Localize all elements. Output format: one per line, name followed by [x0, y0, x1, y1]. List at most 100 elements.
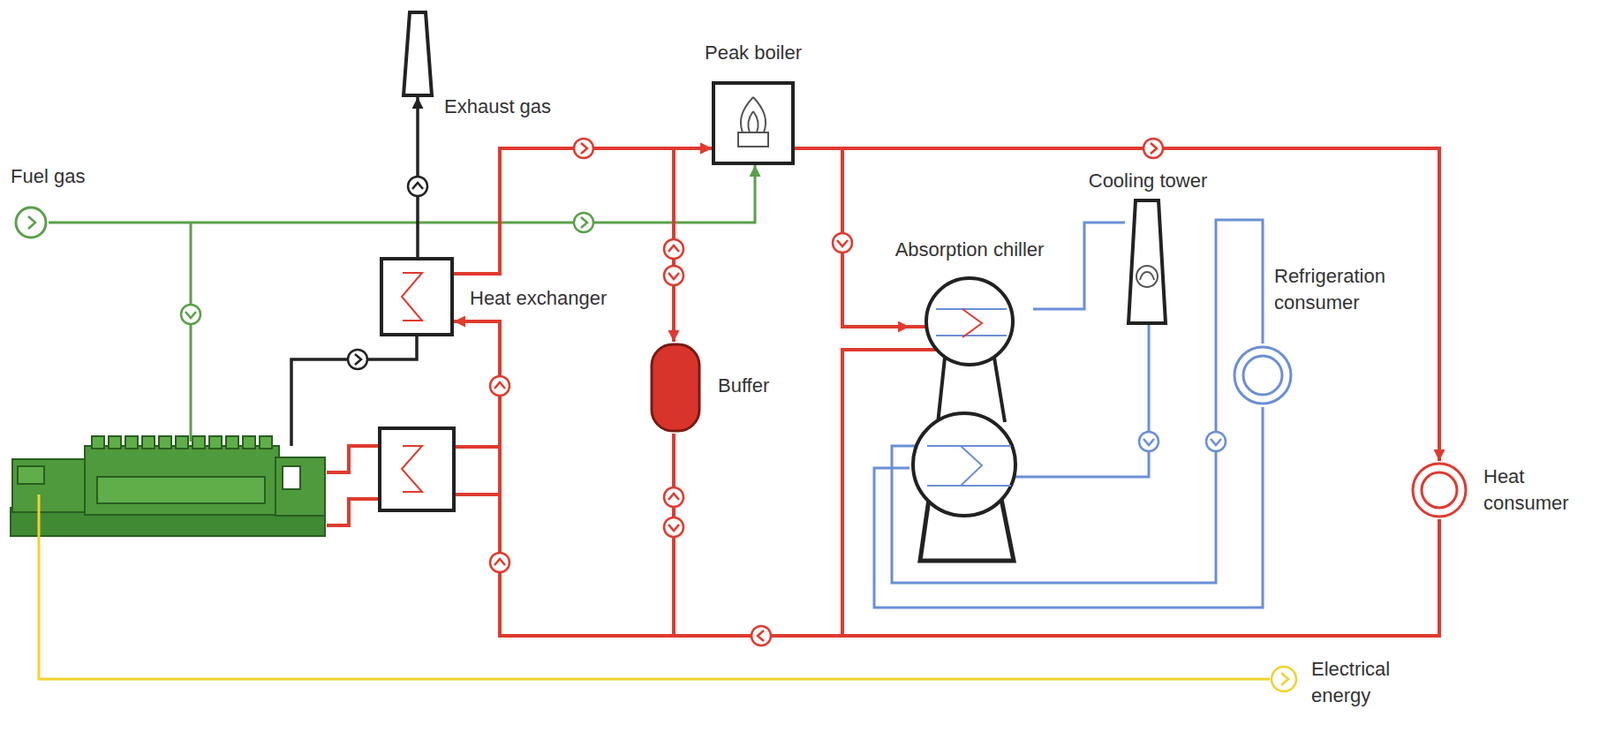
symbol-ring — [181, 304, 201, 325]
drawing-part — [403, 12, 432, 96]
cylinder-head — [242, 436, 256, 449]
gas-engine — [10, 436, 325, 536]
symbol-ring — [1206, 431, 1226, 452]
drawing-part — [381, 258, 453, 335]
cylinder-head — [142, 436, 155, 449]
drawing-part — [15, 207, 46, 238]
symbol-ring — [664, 265, 684, 286]
symbol-chevron — [668, 493, 680, 500]
drawing-part — [962, 309, 982, 338]
drawing-part — [1234, 347, 1291, 404]
buffer-tank: Buffer — [649, 341, 702, 434]
drawing-part — [1281, 672, 1289, 686]
flow-direction-symbol — [1139, 431, 1159, 452]
peak-boiler: Peak boiler — [711, 81, 795, 166]
flow-direction-symbol — [751, 626, 771, 646]
exhaust-heat-exchanger-shape — [379, 256, 454, 337]
flow-direction-symbol — [573, 138, 594, 159]
absorption-chiller-shape — [909, 273, 1034, 570]
symbol-chevron — [1210, 438, 1222, 446]
buffer-tank-shape — [649, 341, 702, 434]
symbol-chevron — [412, 182, 423, 189]
engine-heat-exchanger — [326, 428, 500, 526]
node-label: Peak boiler — [704, 39, 802, 67]
drawing-part — [738, 132, 769, 147]
drawing-part — [326, 445, 380, 526]
chiller-supply-stub — [909, 324, 928, 329]
chilled-water-pipe — [891, 219, 1263, 583]
node-label: Electrical energy — [1311, 656, 1411, 709]
symbol-chevron — [1143, 438, 1155, 446]
drawing-part — [401, 272, 423, 321]
power-line — [38, 494, 1270, 680]
symbol-ring — [664, 239, 684, 259]
drawing-part — [84, 445, 280, 515]
drawing-part — [91, 436, 272, 449]
cylinder-head — [209, 436, 222, 449]
drawing-part — [453, 446, 500, 495]
symbol-chevron — [581, 217, 588, 228]
cylinder-head — [175, 436, 189, 449]
node-label: Refrigeration consumer — [1274, 263, 1425, 316]
symbol-chevron — [757, 630, 764, 642]
cooling-tower: Cooling tower — [1124, 198, 1170, 325]
node-label: Buffer — [717, 372, 770, 400]
symbol-ring — [490, 376, 510, 396]
symbol-chevron — [494, 558, 506, 566]
symbol-ring — [573, 138, 594, 159]
exhaust-stack-shape — [399, 10, 437, 98]
pipe-connector — [48, 165, 755, 223]
flow-direction-symbol — [664, 265, 684, 286]
drawing-part — [282, 466, 301, 490]
drawing-part — [1412, 463, 1466, 517]
symbol-chevron — [581, 143, 588, 154]
symbol-chevron — [668, 272, 680, 280]
drawing-part — [97, 476, 265, 504]
drawing-part — [651, 344, 700, 431]
flow-direction-symbol — [1206, 431, 1226, 452]
symbol-chevron — [354, 354, 362, 365]
symbol-chevron — [185, 311, 197, 318]
flow-direction-symbol — [407, 176, 428, 197]
cooling-tower-shape — [1124, 198, 1170, 325]
drawing-part — [28, 216, 36, 229]
pipe-connector — [453, 321, 1440, 636]
electrical-output: Electrical energy — [1269, 664, 1299, 694]
cooling-water-pipe — [1015, 324, 1149, 477]
drawing-part — [1421, 472, 1457, 508]
symbol-ring — [490, 552, 510, 573]
flow-direction-symbol — [832, 233, 853, 253]
symbol-ring — [347, 349, 368, 370]
symbol-ring — [664, 487, 684, 507]
drawing-part — [740, 97, 766, 133]
fuel-gas-inlet: Fuel gas — [13, 204, 49, 241]
node-label: Heat consumer — [1483, 463, 1583, 516]
drawing-part — [1243, 355, 1283, 395]
fuel-pipe — [189, 222, 193, 442]
drawing-part — [1128, 200, 1166, 324]
drawing-part — [275, 457, 325, 516]
flow-direction-symbol — [664, 517, 684, 537]
symbol-ring — [1143, 138, 1163, 159]
flow-direction-symbol — [664, 239, 684, 259]
node-label: Cooling tower — [1088, 167, 1208, 195]
electrical-output-shape — [1269, 664, 1299, 694]
flow-direction-symbol — [664, 487, 684, 507]
fuel-gas-inlet-shape — [13, 204, 49, 241]
pipe-connector — [874, 407, 1263, 608]
symbol-ring — [407, 176, 428, 197]
drawing-part — [926, 278, 1013, 365]
pipe-connector — [1033, 222, 1125, 310]
cylinder-head — [158, 436, 172, 449]
flow-direction-symbol — [181, 304, 201, 325]
refrigeration-consumer-shape — [1230, 343, 1295, 408]
drawing-part — [379, 428, 454, 511]
node-label: Fuel gas — [10, 163, 85, 190]
symbol-ring — [573, 212, 594, 233]
symbol-ring — [664, 517, 684, 537]
flow-direction-symbol — [347, 349, 368, 370]
symbol-chevron — [837, 240, 848, 247]
exhaust-stack: Exhaust gas — [399, 10, 437, 98]
